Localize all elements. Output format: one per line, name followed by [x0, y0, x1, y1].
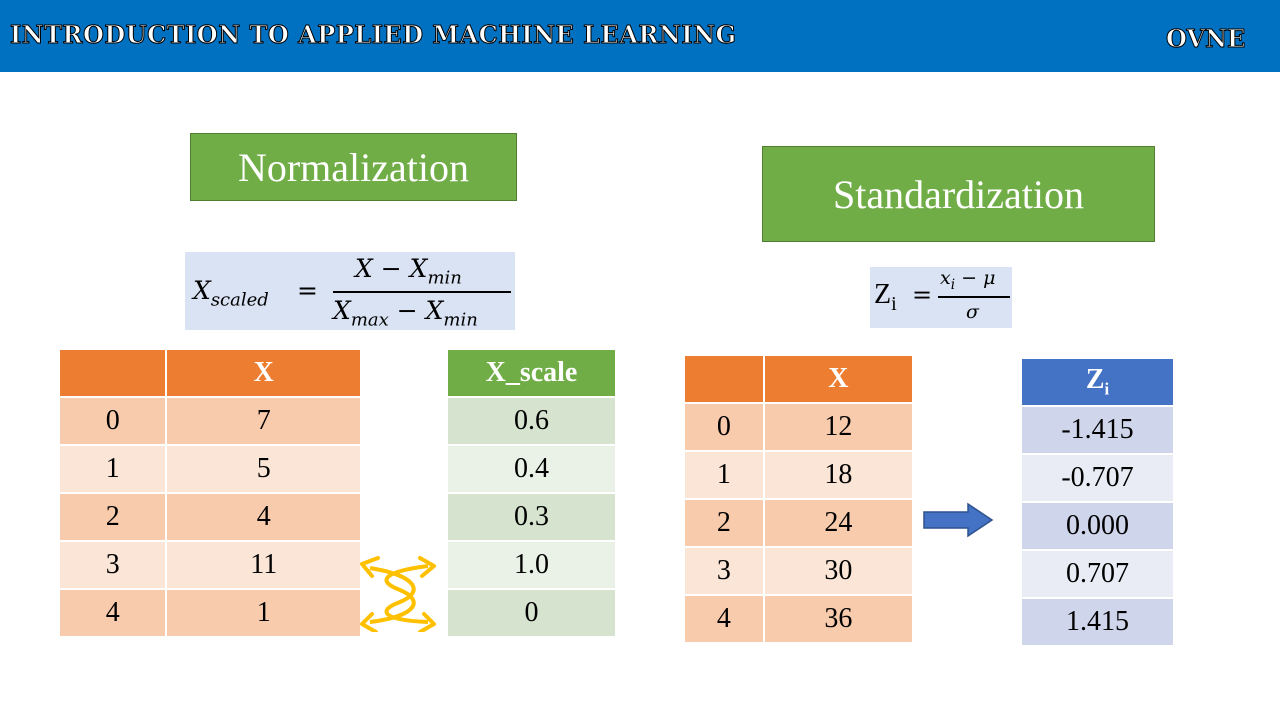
index-cell: 1	[683, 450, 765, 500]
table-row: 0.4	[446, 444, 617, 494]
formula-denominator: Xmax − Xmin	[333, 296, 478, 331]
z-cell: 0.707	[1020, 549, 1175, 599]
scaled-cell: 0.6	[446, 396, 617, 446]
index-header	[57, 348, 168, 398]
brand-logo: OVNE	[1165, 24, 1246, 54]
index-cell: 4	[683, 594, 765, 644]
fraction-line	[938, 296, 1010, 298]
table-row: -1.415	[1020, 405, 1175, 455]
standardization-title: Standardization	[762, 146, 1155, 242]
table-header-row: X_scale	[446, 348, 617, 398]
table-row: 0.6	[446, 396, 617, 446]
table-row: 0	[446, 588, 617, 638]
header-bar: INTRODUCTION TO APPLIED MACHINE LEARNING…	[0, 0, 1280, 72]
scaled-cell: 0.4	[446, 444, 617, 494]
formula-equals: =	[297, 276, 318, 305]
right-arrow-icon	[923, 502, 994, 538]
formula-lhs: Xscaled	[193, 276, 269, 311]
x-cell: 30	[762, 546, 915, 596]
scaled-cell: 0.3	[446, 492, 617, 542]
x-scale-header: X_scale	[446, 348, 617, 398]
table-header-row: X	[683, 354, 915, 404]
x-cell: 36	[762, 594, 915, 644]
table-header-row: X	[57, 348, 362, 398]
formula-equals: =	[912, 281, 933, 309]
z-cell: 1.415	[1020, 597, 1175, 647]
formula-denominator: σ	[966, 301, 979, 323]
index-cell: 2	[683, 498, 765, 548]
z-cell: 0.000	[1020, 501, 1175, 551]
x-cell: 11	[165, 540, 362, 590]
x-cell: 24	[762, 498, 915, 548]
x-cell: 5	[165, 444, 362, 494]
formula-numerator: X − Xmin	[355, 254, 462, 289]
index-cell: 4	[57, 588, 168, 638]
z-cell: -1.415	[1020, 405, 1175, 455]
scaled-cell: 1.0	[446, 540, 617, 590]
table-row: 1.415	[1020, 597, 1175, 647]
index-cell: 1	[57, 444, 168, 494]
index-cell: 0	[683, 402, 765, 452]
index-cell: 3	[683, 546, 765, 596]
normalization-formula: Xscaled = X − Xmin Xmax − Xmin	[185, 252, 515, 330]
x-header: X	[165, 348, 362, 398]
formula-numerator: xi − μ	[940, 267, 996, 293]
index-header	[683, 354, 765, 404]
table-row: 1.0	[446, 540, 617, 590]
standardization-formula: Zi = xi − μ σ	[870, 267, 1012, 328]
x-cell: 4	[165, 492, 362, 542]
scaled-values-table: X_scale 0.6 0.4 0.3 1.0 0	[446, 348, 617, 638]
index-cell: 3	[57, 540, 168, 590]
formula-lhs: Zi	[874, 279, 897, 316]
normalization-title: Normalization	[190, 133, 517, 201]
table-header-row: Zi	[1020, 357, 1175, 407]
x-header: X	[762, 354, 915, 404]
z-header: Zi	[1020, 357, 1175, 407]
z-score-table: Zi -1.415 -0.707 0.000 0.707 1.415	[1020, 357, 1175, 647]
x-cell: 18	[762, 450, 915, 500]
table-row: 0.707	[1020, 549, 1175, 599]
crossed-arrows-icon	[360, 556, 436, 632]
x-cell: 12	[762, 402, 915, 452]
fraction-line	[333, 291, 511, 293]
index-cell: 2	[57, 492, 168, 542]
scaled-cell: 0	[446, 588, 617, 638]
index-cell: 0	[57, 396, 168, 446]
z-cell: -0.707	[1020, 453, 1175, 503]
table-row: 0.3	[446, 492, 617, 542]
x-cell: 7	[165, 396, 362, 446]
table-row: 0.000	[1020, 501, 1175, 551]
x-cell: 1	[165, 588, 362, 638]
table-row: -0.707	[1020, 453, 1175, 503]
course-title: INTRODUCTION TO APPLIED MACHINE LEARNING	[10, 20, 737, 50]
